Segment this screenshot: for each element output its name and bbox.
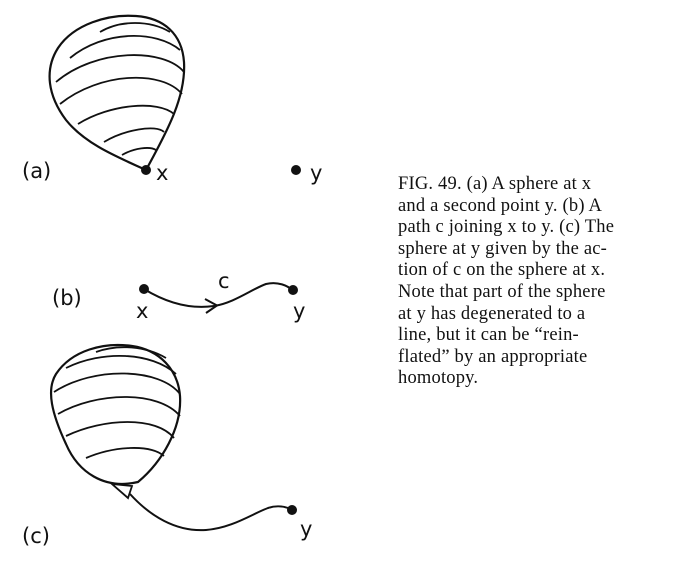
sphere-c-band: [85, 447, 165, 459]
sphere-c-band: [53, 372, 181, 395]
caption-line: sphere at y given by the ac-: [398, 238, 608, 259]
caption-line: flated” by an appropriate: [398, 346, 588, 367]
degenerate-pinch: [109, 482, 134, 500]
sphere-a-band: [55, 54, 185, 83]
sphere-c-band: [57, 396, 181, 417]
sphere-c-band: [65, 421, 175, 439]
caption-line: line, but it can be “rein-: [398, 325, 579, 346]
degenerate-line: [129, 493, 297, 532]
caption-line: tion of c on the sphere at x.: [398, 260, 606, 281]
path-c-curve: [143, 282, 293, 308]
caption-line: FIG. 49. (a) A sphere at x: [398, 174, 592, 194]
sphere-a-band: [103, 127, 165, 143]
point-y-a: [291, 165, 301, 175]
figure-caption: FIG. 49. (a) A sphere at x and a second …: [398, 174, 698, 390]
point-label-y-a: y: [310, 161, 322, 185]
sphere-a-band: [59, 76, 183, 105]
panel-c: (c) y: [22, 343, 312, 548]
point-x-b: [139, 284, 149, 294]
figure-49-diagram: (a) x y (b) x c y (c) y: [22, 14, 322, 548]
point-label-y-c: y: [300, 517, 312, 541]
panel-label-a: (a): [22, 159, 51, 183]
panel-label-b: (b): [52, 286, 82, 310]
caption-line: path c joining x to y. (c) The: [398, 217, 615, 238]
caption-line: Note that part of the sphere: [398, 281, 606, 302]
point-x-a: [141, 165, 151, 175]
path-c-arrowhead: [204, 298, 219, 314]
panel-b: (b) x c y: [52, 269, 305, 323]
sphere-c-band: [95, 346, 167, 359]
caption-line: homotopy.: [398, 368, 479, 389]
panel-label-c: (c): [22, 524, 50, 548]
point-label-x-a: x: [156, 161, 168, 185]
panel-a: (a) x y: [22, 14, 322, 185]
sphere-a-band: [121, 147, 157, 156]
point-y-c: [287, 505, 297, 515]
sphere-a-band: [77, 104, 175, 125]
sphere-a-band: [99, 22, 171, 33]
caption-line: at y has degenerated to a: [398, 303, 586, 324]
sphere-c-band: [65, 355, 177, 375]
point-label-y-b: y: [293, 299, 305, 323]
point-y-b: [288, 285, 298, 295]
point-label-c-b: c: [218, 269, 230, 293]
caption-line: and a second point y. (b) A: [398, 195, 603, 216]
sphere-a-band: [69, 35, 181, 59]
sphere-c-outline: [49, 343, 182, 485]
sphere-a-outline: [48, 14, 186, 172]
point-label-x-b: x: [136, 299, 148, 323]
